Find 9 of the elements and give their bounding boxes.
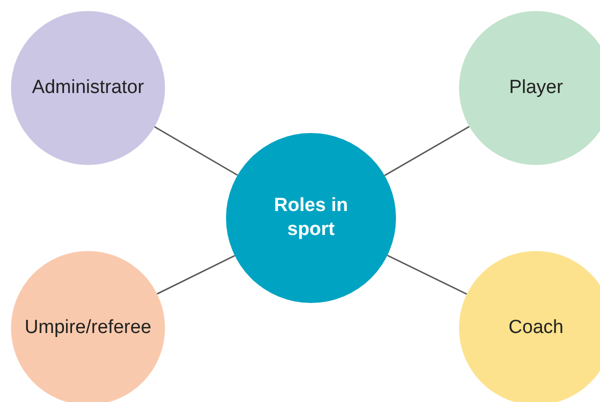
role-label: Coach — [508, 316, 564, 340]
connector-line — [156, 254, 236, 295]
role-label: Roles in sport — [273, 194, 349, 242]
role-label: Player — [509, 76, 563, 100]
connector-line — [387, 254, 468, 295]
role-label: Administrator — [32, 76, 144, 100]
connector-line — [154, 126, 238, 176]
connector-line — [384, 126, 470, 176]
role-label: Umpire/referee — [24, 316, 152, 340]
